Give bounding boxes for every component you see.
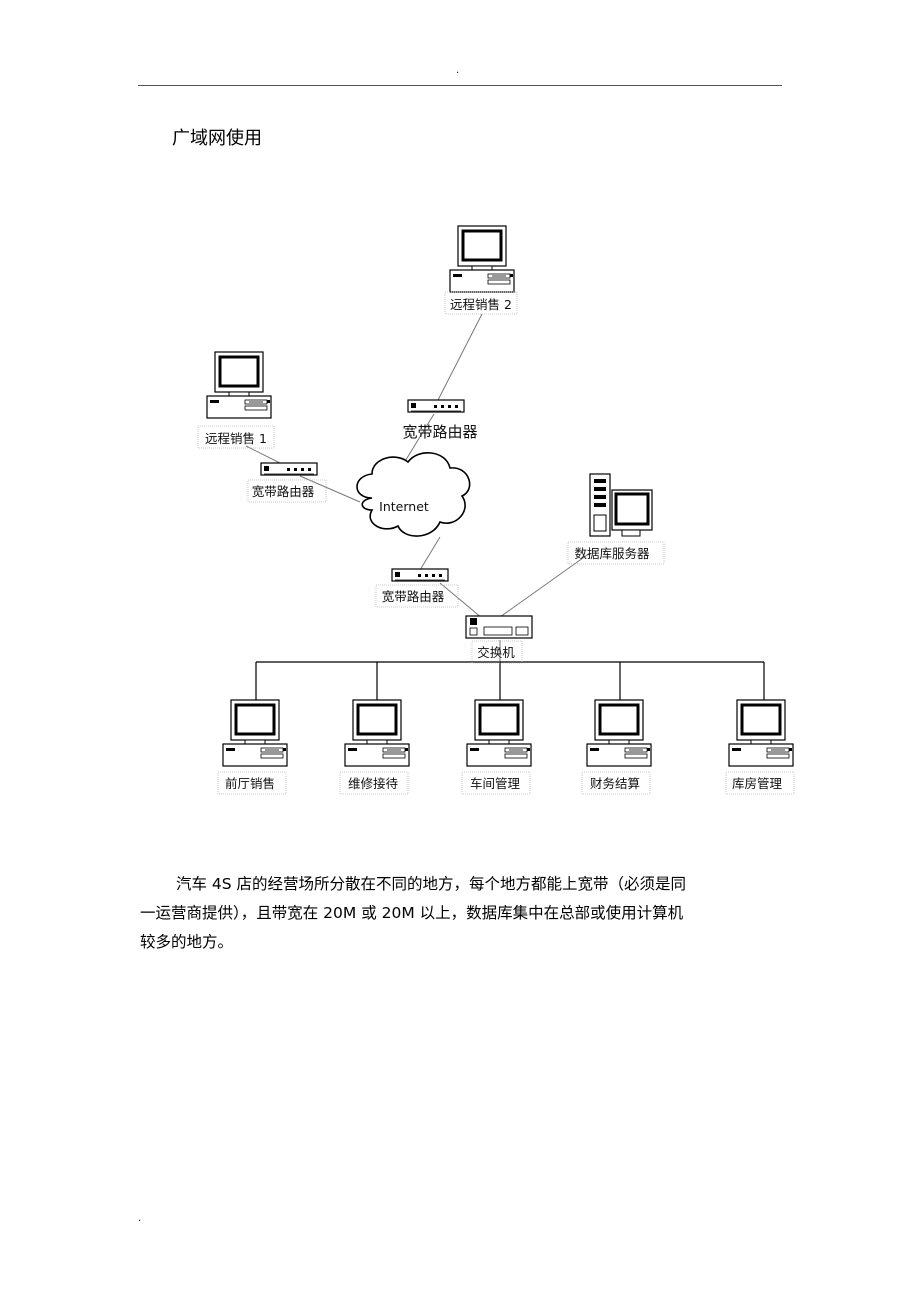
section-heading: 广域网使用 — [172, 128, 262, 149]
network-diagram: Internet 远程销售 2 宽带路由器 远程销售 1 宽带路由器 宽带路由器 — [197, 224, 795, 795]
station-label: 财务结算 — [590, 776, 640, 791]
switch: 交换机 — [465, 615, 533, 664]
station-workshop: 车间管理 — [461, 698, 533, 795]
body-line-2: 一运营商提供），且带宽在 20M 或 20M 以上，数据库集中在总部或使用计算机 — [140, 904, 684, 922]
internet-label: Internet — [379, 499, 429, 514]
router-left: 宽带路由器 — [247, 462, 327, 503]
header-rule — [138, 85, 782, 86]
router-bottom: 宽带路由器 — [375, 568, 459, 608]
body-line-3: 较多的地方。 — [140, 933, 234, 951]
station-label: 车间管理 — [470, 776, 521, 791]
switch-label: 交换机 — [477, 645, 515, 660]
station-finance: 财务结算 — [581, 698, 653, 795]
station-front-sales: 前厅销售 — [217, 698, 289, 795]
db-server: 数据库服务器 — [567, 473, 665, 565]
router-top-label: 宽带路由器 — [402, 423, 477, 441]
internet-cloud: Internet — [356, 452, 471, 537]
remote-sales-2-pc: 远程销售 2 — [444, 224, 518, 315]
body-line-1: 汽车 4S 店的经营场所分散在不同的地方，每个地方都能上宽带（必须是同 — [176, 875, 687, 893]
station-repair-reception: 维修接待 — [339, 698, 411, 795]
db-server-label: 数据库服务器 — [574, 546, 650, 561]
station-label: 维修接待 — [348, 776, 399, 791]
header-mark: . — [456, 65, 460, 76]
body-paragraph: 汽车 4S 店的经营场所分散在不同的地方，每个地方都能上宽带（必须是同 一运营商… — [140, 870, 760, 957]
lan-bus — [255, 661, 765, 700]
footer-mark: . — [138, 1213, 142, 1224]
router-bottom-label: 宽带路由器 — [382, 589, 445, 604]
router-left-label: 宽带路由器 — [252, 484, 315, 499]
station-label: 前厅销售 — [225, 776, 275, 791]
router-top: 宽带路由器 — [402, 399, 478, 441]
station-label: 库房管理 — [732, 776, 783, 791]
remote-sales-1-pc: 远程销售 1 — [197, 350, 275, 449]
station-warehouse: 库房管理 — [725, 698, 795, 795]
remote-sales-2-label: 远程销售 2 — [450, 297, 512, 312]
remote-sales-1-label: 远程销售 1 — [205, 431, 267, 446]
